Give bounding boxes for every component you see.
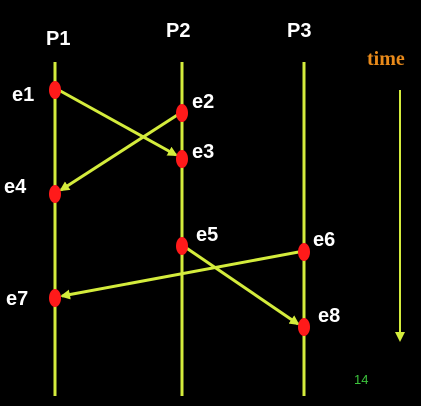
event-e5 [176, 237, 188, 255]
slide-number: 14 [354, 372, 368, 387]
event-label-e5: e5 [196, 224, 218, 246]
event-label-e1: e1 [12, 84, 34, 106]
event-e2 [176, 104, 188, 122]
message-e5-e8 [181, 243, 300, 326]
event-e8 [298, 318, 310, 336]
event-e3 [176, 150, 188, 168]
event-e7 [49, 289, 61, 307]
event-label-e7: e7 [6, 288, 28, 310]
process-label-p1: P1 [46, 28, 70, 50]
event-e1 [49, 81, 61, 99]
process-label-p3: P3 [287, 20, 311, 42]
message-e6-e7 [60, 249, 305, 300]
event-label-e4: e4 [4, 176, 27, 198]
time-label: time [367, 48, 405, 70]
event-e4 [49, 185, 61, 203]
event-label-e8: e8 [318, 305, 340, 327]
process-label-p2: P2 [166, 20, 190, 42]
message-e1-e3 [54, 86, 178, 157]
event-label-e2: e2 [192, 91, 214, 113]
event-e6 [298, 243, 310, 261]
event-label-e3: e3 [192, 141, 214, 163]
event-label-e6: e6 [313, 229, 335, 251]
message-e2-e4 [59, 110, 183, 192]
